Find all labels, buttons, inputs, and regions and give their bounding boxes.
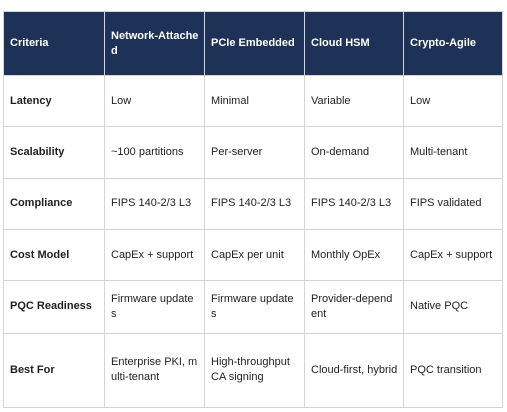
table-cell: Enterprise PKI, multi-tenant <box>104 332 205 408</box>
table-cell: High-throughput CA signing <box>204 332 305 408</box>
table-cell: PQC transition <box>403 332 503 408</box>
table-cell: Per-server <box>204 126 305 179</box>
table-cell: FIPS 140-2/3 L3 <box>304 177 404 230</box>
table-row: Latency Low Minimal Variable Low <box>3 74 503 128</box>
table-cell: CapEx per unit <box>204 228 305 282</box>
header-cell-pcie-embedded: PCIe Embedded <box>204 11 305 76</box>
table-row: Best For Enterprise PKI, multi-tenant Hi… <box>3 332 503 408</box>
table-cell: FIPS 140-2/3 L3 <box>104 177 205 230</box>
table-header-row: Criteria Network-Attached PCIe Embedded … <box>3 11 503 76</box>
table-row: Scalability ~100 partitions Per-server O… <box>3 126 503 179</box>
table-cell: Monthly OpEx <box>304 228 404 282</box>
row-label-pqc-readiness: PQC Readiness <box>3 280 105 334</box>
comparison-table-container: Criteria Network-Attached PCIe Embedded … <box>3 11 503 408</box>
table-cell: CapEx + support <box>104 228 205 282</box>
table-cell: FIPS 140-2/3 L3 <box>204 177 305 230</box>
row-label-cost-model: Cost Model <box>3 228 105 282</box>
table-row: Compliance FIPS 140-2/3 L3 FIPS 140-2/3 … <box>3 177 503 230</box>
row-label-scalability: Scalability <box>3 126 105 179</box>
table-cell: ~100 partitions <box>104 126 205 179</box>
table-cell: FIPS validated <box>403 177 503 230</box>
table-cell: CapEx + support <box>403 228 503 282</box>
table-cell: Provider-dependent <box>304 280 404 334</box>
table-row: PQC Readiness Firmware updates Firmware … <box>3 280 503 334</box>
table-cell: Cloud-first, hybrid <box>304 332 404 408</box>
table-cell: Low <box>104 74 205 128</box>
table-cell: Minimal <box>204 74 305 128</box>
header-cell-criteria: Criteria <box>3 11 105 76</box>
row-label-latency: Latency <box>3 74 105 128</box>
row-label-compliance: Compliance <box>3 177 105 230</box>
table-cell: Firmware updates <box>104 280 205 334</box>
table-cell: Low <box>403 74 503 128</box>
comparison-table: Criteria Network-Attached PCIe Embedded … <box>3 11 503 408</box>
table-cell: On-demand <box>304 126 404 179</box>
table-cell: Multi-tenant <box>403 126 503 179</box>
row-label-best-for: Best For <box>3 332 105 408</box>
table-cell: Firmware updates <box>204 280 305 334</box>
table-cell: Native PQC <box>403 280 503 334</box>
header-cell-cloud-hsm: Cloud HSM <box>304 11 404 76</box>
header-cell-crypto-agile: Crypto-Agile <box>403 11 503 76</box>
header-cell-network-attached: Network-Attached <box>104 11 205 76</box>
table-cell: Variable <box>304 74 404 128</box>
table-row: Cost Model CapEx + support CapEx per uni… <box>3 228 503 282</box>
